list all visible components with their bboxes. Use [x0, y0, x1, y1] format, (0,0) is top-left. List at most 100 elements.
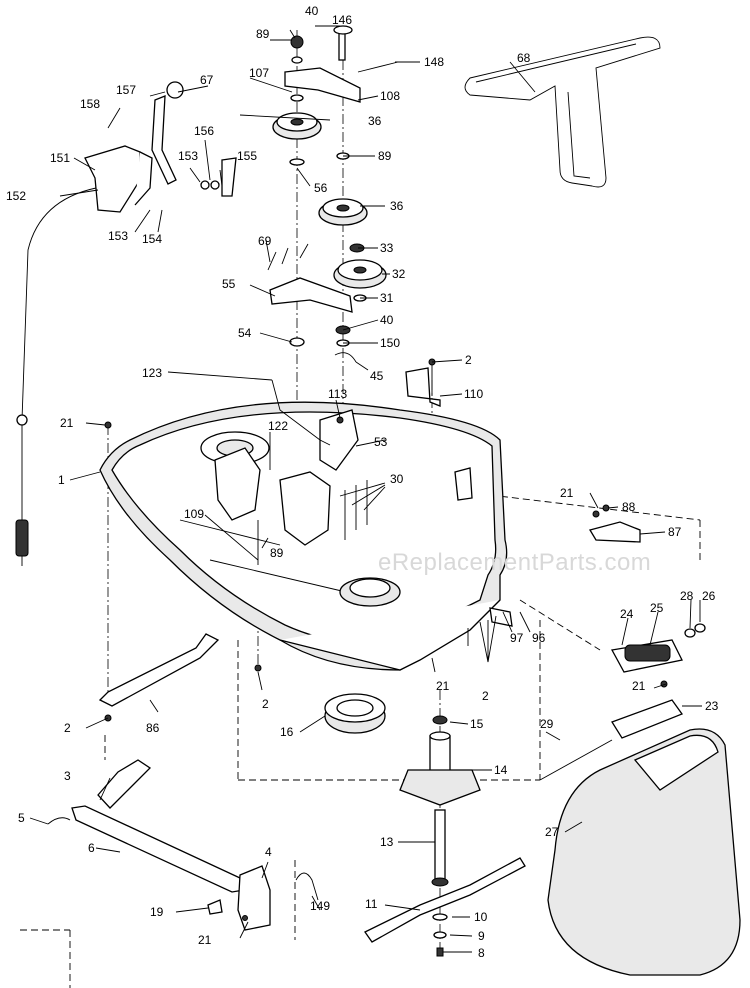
bracket-151 — [84, 145, 153, 213]
callout-123: 123 — [142, 366, 162, 380]
callout-26: 26 — [702, 589, 716, 603]
callout-97: 97 — [510, 631, 524, 645]
callout-96: 96 — [532, 631, 546, 645]
callout-110: 110 — [464, 387, 483, 401]
callout-21: 21 — [560, 486, 574, 500]
callout-25: 25 — [650, 601, 664, 615]
callout-68: 68 — [517, 51, 531, 65]
callout-153: 153 — [178, 149, 198, 163]
callout-29: 29 — [540, 717, 554, 731]
callout-155: 155 — [237, 149, 257, 163]
callout-40: 40 — [380, 313, 394, 327]
callout-153: 153 — [108, 229, 128, 243]
callout-4: 4 — [265, 845, 272, 859]
callout-148: 148 — [424, 55, 444, 69]
callout-33: 33 — [380, 241, 394, 255]
spacer-16 — [324, 693, 386, 734]
callout-14: 14 — [494, 763, 508, 777]
callout-8: 8 — [478, 946, 485, 960]
callout-36: 36 — [390, 199, 404, 213]
callout-87: 87 — [668, 525, 682, 539]
callout-15: 15 — [470, 717, 484, 731]
callout-45: 45 — [370, 369, 384, 383]
callout-6: 6 — [88, 841, 95, 855]
callout-11: 11 — [365, 897, 378, 911]
bracket-3 — [97, 759, 152, 809]
callout-54: 54 — [238, 326, 252, 340]
callout-10: 10 — [474, 910, 488, 924]
callout-107: 107 — [249, 66, 269, 80]
callout-55: 55 — [222, 277, 236, 291]
callout-labels: 40 146 89 148 68 107 108 67 157 158 36 1… — [6, 4, 719, 960]
bracket-110 — [405, 358, 441, 407]
spindle-14 — [399, 715, 481, 887]
callout-150: 150 — [380, 336, 400, 350]
callout-122: 122 — [268, 419, 288, 433]
callout-158: 158 — [80, 97, 100, 111]
assembly-center-lines — [20, 30, 701, 988]
idler-arm-55 — [267, 243, 357, 363]
callout-21: 21 — [60, 416, 74, 430]
idler-bracket-108 — [284, 25, 399, 103]
callout-2: 2 — [262, 697, 269, 711]
callout-30: 30 — [390, 472, 404, 486]
callout-56: 56 — [314, 181, 328, 195]
callout-32: 32 — [392, 267, 406, 281]
callout-154: 154 — [142, 232, 162, 246]
callout-36: 36 — [368, 114, 382, 128]
callout-1: 1 — [58, 473, 65, 487]
callout-88: 88 — [622, 500, 636, 514]
callout-89: 89 — [270, 546, 284, 560]
chute-27 — [547, 728, 741, 976]
bracket-87 — [588, 504, 641, 543]
callout-16: 16 — [280, 725, 294, 739]
mower-deck-1 — [99, 379, 513, 671]
callout-27: 27 — [545, 825, 559, 839]
callout-13: 13 — [380, 835, 394, 849]
callout-146: 146 — [332, 13, 352, 27]
callout-157: 157 — [116, 83, 136, 97]
callout-3: 3 — [64, 769, 71, 783]
pulley-36-upper — [272, 112, 350, 166]
pulley-36-lower — [318, 198, 368, 226]
callout-23: 23 — [705, 699, 719, 713]
callout-24: 24 — [620, 607, 634, 621]
callout-40: 40 — [305, 4, 319, 18]
belt-68 — [464, 36, 661, 188]
bracket-86 — [98, 633, 262, 722]
callout-89: 89 — [378, 149, 392, 163]
callout-86: 86 — [146, 721, 160, 735]
watermark-text: eReplacementParts.com — [378, 549, 651, 576]
callout-19: 19 — [150, 905, 164, 919]
callout-151: 151 — [50, 151, 70, 165]
callout-149: 149 — [310, 899, 330, 913]
bracket-4 — [207, 865, 319, 931]
lever-157 — [151, 81, 237, 197]
callout-53: 53 — [374, 435, 388, 449]
callout-5: 5 — [18, 811, 25, 825]
callout-109: 109 — [184, 507, 204, 521]
lift-link-6 — [47, 805, 245, 893]
callout-9: 9 — [478, 929, 485, 943]
callout-2: 2 — [64, 721, 71, 735]
callout-108: 108 — [380, 89, 400, 103]
control-cable-152 — [15, 187, 97, 566]
callout-21: 21 — [632, 679, 646, 693]
bracket-23 — [539, 680, 684, 781]
callout-28: 28 — [680, 589, 694, 603]
callout-113: 113 — [328, 387, 347, 401]
callout-152: 152 — [6, 189, 26, 203]
spring-25 — [610, 623, 706, 673]
callout-21: 21 — [436, 679, 450, 693]
callout-2: 2 — [482, 689, 489, 703]
callout-21: 21 — [198, 933, 212, 947]
pulley-32 — [333, 243, 387, 302]
leader-lines — [29, 25, 702, 953]
callout-156: 156 — [194, 124, 214, 138]
callout-67: 67 — [200, 73, 214, 87]
callout-2: 2 — [465, 353, 472, 367]
callout-69: 69 — [258, 234, 272, 248]
callout-89: 89 — [256, 27, 270, 41]
callout-31: 31 — [380, 291, 394, 305]
